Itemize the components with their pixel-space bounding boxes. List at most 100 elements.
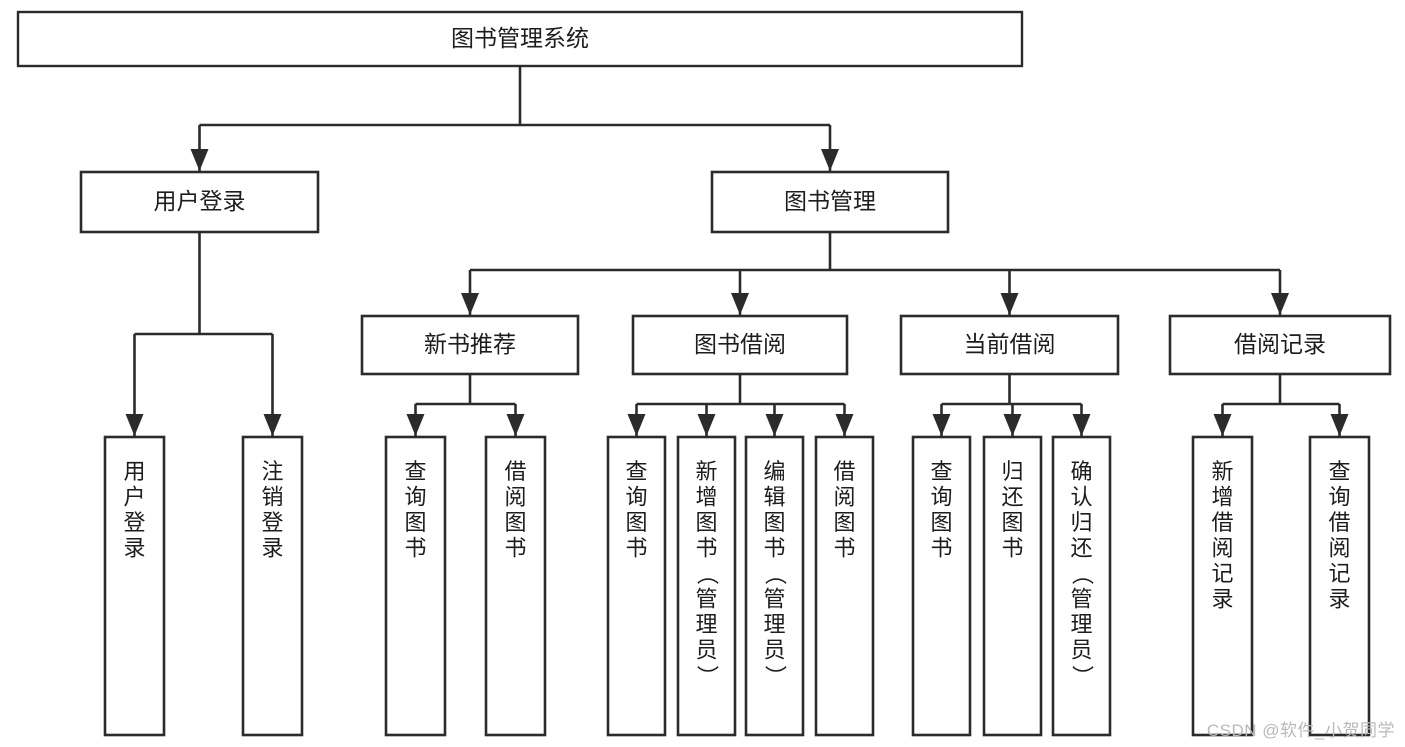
arrow-head-icon-leaf-add-book xyxy=(697,414,716,436)
node-box xyxy=(103,435,166,737)
node-box xyxy=(1051,435,1112,737)
node-label-char: 图 xyxy=(833,510,855,535)
node-label-char: 图 xyxy=(404,510,426,535)
node-label-char: 确 xyxy=(1070,459,1092,484)
node-label-char: 查 xyxy=(1328,459,1350,484)
node-leaf-query-book-recommend[interactable]: 查询图书查询图书 xyxy=(384,435,447,737)
arrow-head-icon-leaf-query-book-recommend xyxy=(406,414,425,436)
node-label: 图书管理 xyxy=(784,188,876,214)
arrow-head-icon-leaf-return-book xyxy=(1003,414,1022,436)
node-book-borrow[interactable]: 图书借阅 xyxy=(631,314,849,376)
arrow-head-icon-leaf-confirm-return xyxy=(1072,414,1091,436)
node-box xyxy=(631,314,849,376)
node-label-char: 阅 xyxy=(1328,536,1350,561)
node-box xyxy=(484,435,547,737)
node-label-char: 户 xyxy=(123,485,145,510)
arrow-head-icon-leaf-query-book-current xyxy=(932,414,951,436)
node-leaf-query-book-current[interactable]: 查询图书查询图书 xyxy=(911,435,972,737)
arrow-head-icon-leaf-borrow-book xyxy=(835,414,854,436)
node-leaf-user-login[interactable]: 用户登录用户登录 xyxy=(103,435,166,737)
node-layer: 图书管理系统用户登录图书管理新书推荐图书借阅当前借阅借阅记录用户登录用户登录注销… xyxy=(16,10,1392,737)
node-label-char: ） xyxy=(763,665,788,687)
node-box xyxy=(814,435,875,737)
node-box xyxy=(1191,435,1254,737)
node-label-char: 员 xyxy=(763,638,785,663)
node-label: 新书推荐 xyxy=(424,331,516,357)
node-label-char: 理 xyxy=(695,612,717,637)
node-label: 用户登录 xyxy=(154,188,246,214)
node-leaf-query-book-borrow[interactable]: 查询图书查询图书 xyxy=(606,435,667,737)
node-box xyxy=(899,314,1120,376)
arrow-head-icon-leaf-query-book-borrow xyxy=(627,414,646,436)
node-label-char: 询 xyxy=(404,485,426,510)
arrow-head-icon-leaf-logout xyxy=(263,414,282,436)
node-box xyxy=(1168,314,1392,376)
node-user-login[interactable]: 用户登录 xyxy=(79,170,320,234)
arrow-head-icon-current-borrow xyxy=(1000,293,1019,315)
arrow-head-icon-leaf-user-login xyxy=(125,414,144,436)
node-box xyxy=(744,435,805,737)
node-label-char: 管 xyxy=(1070,587,1092,612)
node-label-char: 增 xyxy=(695,485,717,510)
node-label-char: 书 xyxy=(695,536,717,561)
node-label-char: 增 xyxy=(1211,485,1233,510)
arrow-head-icon-user-login xyxy=(190,149,209,171)
node-label-char: 查 xyxy=(930,459,952,484)
arrow-head-icon-borrow-records xyxy=(1271,293,1289,315)
arrow-head-icon-book-management xyxy=(821,149,839,171)
node-label-char: 图 xyxy=(504,510,526,535)
node-borrow-records[interactable]: 借阅记录 xyxy=(1168,314,1392,376)
node-label-char: 图 xyxy=(930,510,952,535)
node-label-char: 图 xyxy=(1001,510,1023,535)
node-label-char: 图 xyxy=(763,510,785,535)
node-root[interactable]: 图书管理系统 xyxy=(16,10,1024,68)
node-label-char: 录 xyxy=(123,536,145,561)
node-label-char: 借 xyxy=(1211,510,1233,535)
arrow-head-icon-leaf-add-borrow-record xyxy=(1213,414,1232,436)
node-label-char: 图 xyxy=(625,510,647,535)
node-label-char: 录 xyxy=(261,536,283,561)
node-label-char: 借 xyxy=(1328,510,1350,535)
node-label-char: 询 xyxy=(625,485,647,510)
node-label-char: 询 xyxy=(1328,485,1350,510)
node-label-char: 注 xyxy=(261,459,283,484)
node-box xyxy=(606,435,667,737)
node-box xyxy=(79,170,320,234)
node-label-char: 还 xyxy=(1001,485,1023,510)
node-label-char: 认 xyxy=(1070,485,1092,510)
node-leaf-return-book[interactable]: 归还图书归还图书 xyxy=(982,435,1043,737)
node-leaf-logout[interactable]: 注销登录注销登录 xyxy=(241,435,304,737)
arrow-head-icon-book-borrow xyxy=(731,293,749,315)
node-leaf-query-borrow-record[interactable]: 查询借阅记录查询借阅记录 xyxy=(1308,435,1371,737)
node-label-char: 阅 xyxy=(504,485,526,510)
node-label-char: ） xyxy=(695,665,720,687)
node-label-char: 编 xyxy=(763,459,785,484)
node-label-char: （ xyxy=(695,563,720,585)
node-label-char: 录 xyxy=(1328,587,1350,612)
connector-layer xyxy=(125,66,1349,436)
node-current-borrow[interactable]: 当前借阅 xyxy=(899,314,1120,376)
node-label: 当前借阅 xyxy=(964,331,1056,357)
node-new-book-recommend[interactable]: 新书推荐 xyxy=(360,314,580,376)
node-label-char: 理 xyxy=(1070,612,1092,637)
node-label-char: 阅 xyxy=(1211,536,1233,561)
node-leaf-add-borrow-record[interactable]: 新增借阅记录新增借阅记录 xyxy=(1191,435,1254,737)
node-label-char: 归 xyxy=(1001,459,1023,484)
node-label-char: 新 xyxy=(1211,459,1233,484)
node-label-char: 还 xyxy=(1070,536,1092,561)
node-label-char: 归 xyxy=(1070,510,1092,535)
node-box xyxy=(911,435,972,737)
node-book-management[interactable]: 图书管理 xyxy=(710,170,950,234)
node-label-char: 阅 xyxy=(833,485,855,510)
node-label-char: 图 xyxy=(695,510,717,535)
node-label-char: 查 xyxy=(625,459,647,484)
node-leaf-borrow-book[interactable]: 借阅图书借阅图书 xyxy=(814,435,875,737)
node-leaf-borrow-book-recommend[interactable]: 借阅图书借阅图书 xyxy=(484,435,547,737)
node-label-char: 管 xyxy=(763,587,785,612)
node-label-char: 用 xyxy=(123,459,145,484)
node-label-char: 借 xyxy=(833,459,855,484)
